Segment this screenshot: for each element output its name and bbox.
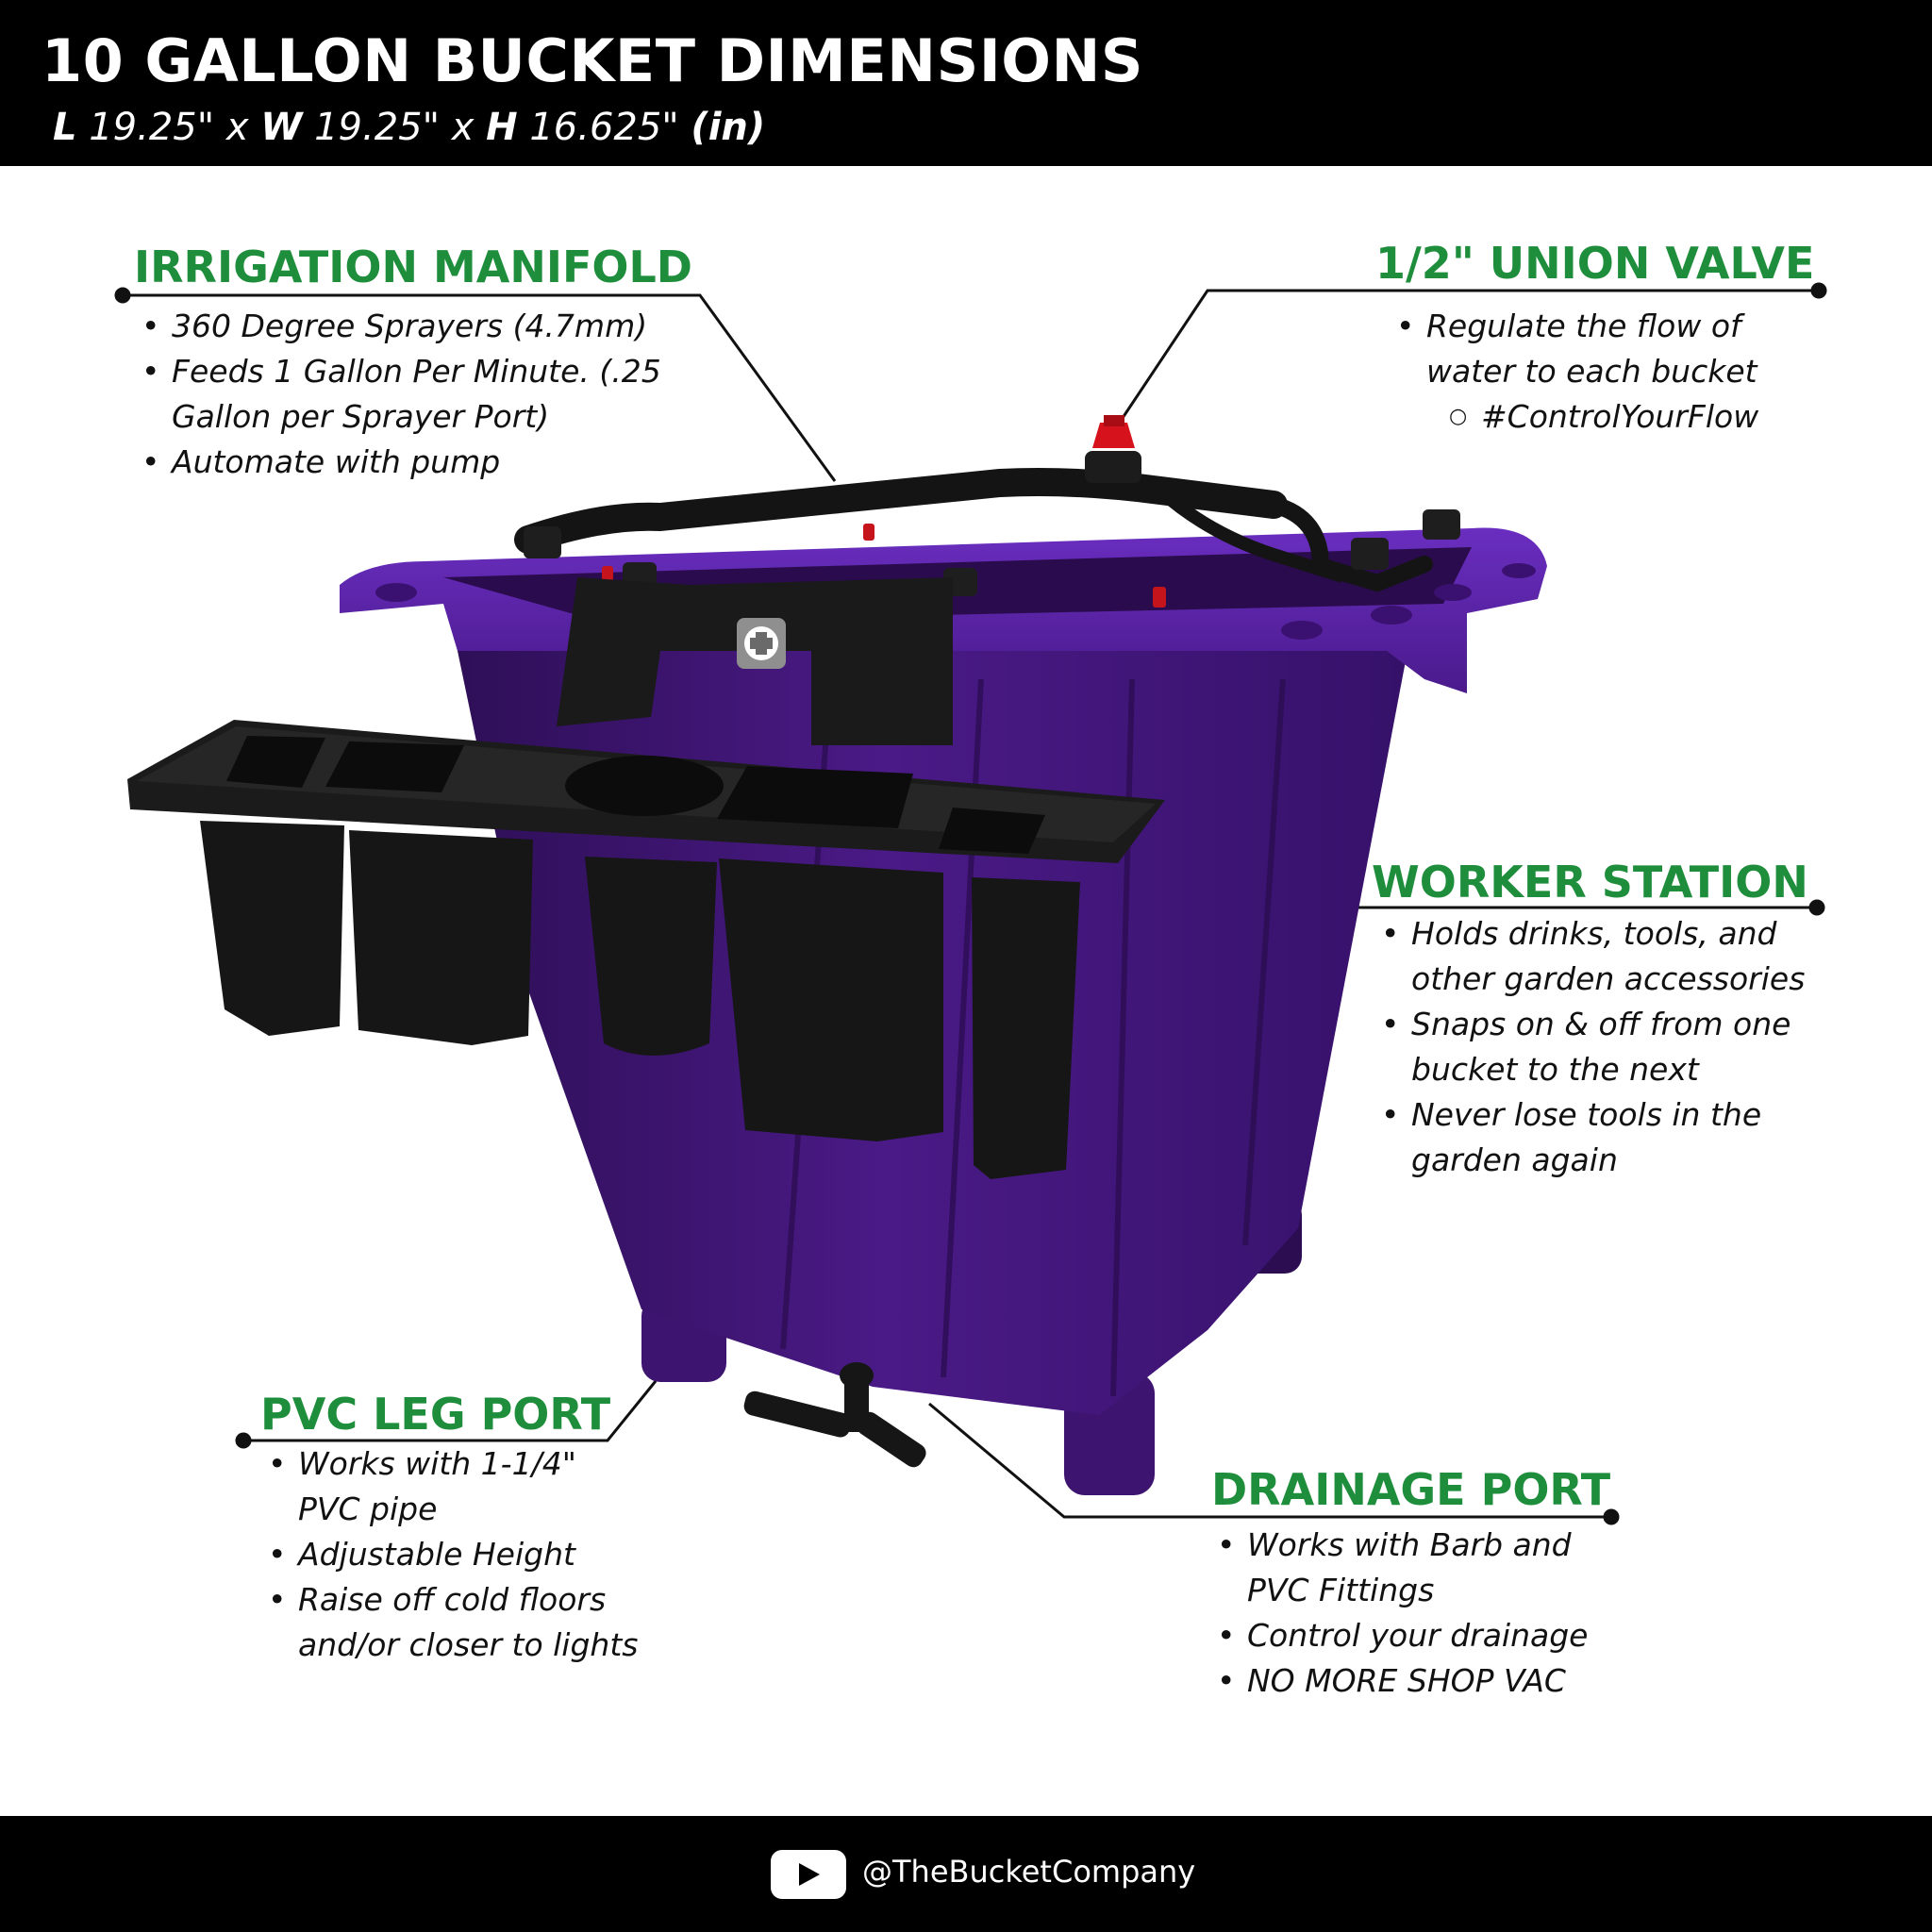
worker-station-list: Holds drinks, tools, and other garden ac… — [1379, 911, 1823, 1183]
compartment-cup — [585, 857, 717, 1056]
worker-station-backplate — [557, 577, 953, 745]
list-item: Works with 1-1/4" PVC pipe — [266, 1441, 643, 1532]
times-sign: x — [225, 106, 249, 149]
list-item: Never lose tools in the garden again — [1379, 1092, 1823, 1183]
rim-sprayer-ports — [375, 563, 1536, 640]
width-label: W — [260, 106, 303, 149]
times-sign: x — [451, 106, 475, 149]
drainage-fitting — [743, 1362, 926, 1468]
compartment-2 — [349, 830, 533, 1045]
list-item: Automate with pump — [140, 440, 696, 485]
unit-label: (in) — [691, 106, 766, 149]
compartment-1 — [200, 821, 344, 1036]
list-item: Snaps on & off from one bucket to the ne… — [1379, 1002, 1823, 1092]
length-value: 19.25" — [89, 106, 215, 149]
union-valve — [1085, 415, 1141, 483]
youtube-icon[interactable] — [771, 1850, 846, 1899]
list-item: Holds drinks, tools, and other garden ac… — [1379, 911, 1823, 1002]
drainage-port-title: DRAINAGE PORT — [1211, 1464, 1611, 1515]
worker-station-logo — [737, 618, 786, 669]
width-value: 19.25" — [314, 106, 441, 149]
page-title: 10 GALLON BUCKET DIMENSIONS — [42, 26, 1144, 95]
list-item: NO MORE SHOP VAC — [1215, 1658, 1630, 1704]
valve-leader — [1113, 289, 1819, 430]
height-value: 16.625" — [529, 106, 679, 149]
list-item: Works with Barb and PVC Fittings — [1215, 1523, 1630, 1613]
list-item: 360 Degree Sprayers (4.7mm) — [140, 304, 696, 349]
union-valve-list: Regulate the flow of water to each bucke… — [1394, 304, 1790, 440]
list-item: Feeds 1 Gallon Per Minute. (.25 Gallon p… — [140, 349, 696, 440]
play-triangle-icon — [799, 1863, 820, 1886]
irrigation-manifold-title: IRRIGATION MANIFOLD — [134, 242, 692, 292]
worker-station-slots — [226, 736, 1045, 854]
union-valve-title: 1/2" UNION VALVE — [1375, 238, 1815, 289]
irrigation-manifold — [514, 468, 1433, 592]
pvc-leader — [243, 1380, 658, 1442]
pvc-leader-dot — [235, 1432, 252, 1449]
channel-handle[interactable]: @TheBucketCompany — [862, 1854, 1196, 1890]
dimensions-line: L 19.25" x W 19.25" x H 16.625" (in) — [53, 106, 765, 149]
list-item: Regulate the flow of water to each bucke… — [1394, 304, 1790, 394]
footer-bar: @TheBucketCompany — [0, 1816, 1932, 1932]
height-label: H — [486, 106, 518, 149]
sprayer-nozzles — [602, 524, 1166, 608]
irrigation-leader-dot — [114, 287, 131, 304]
irrigation-manifold-list: 360 Degree Sprayers (4.7mm) Feeds 1 Gall… — [140, 304, 696, 485]
irrigation-leader — [123, 293, 837, 482]
length-label: L — [53, 106, 77, 149]
pvc-leg-port-list: Works with 1-1/4" PVC pipe Adjustable He… — [266, 1441, 643, 1668]
list-item: Control your drainage — [1215, 1613, 1630, 1658]
list-subitem: #ControlYourFlow — [1449, 394, 1790, 440]
valve-leader-dot — [1810, 282, 1827, 299]
drain-leader — [928, 1402, 1611, 1519]
worker-station-compartments — [200, 821, 1080, 1179]
list-item: Raise off cold floors and/or closer to l… — [266, 1577, 643, 1668]
compartment-3 — [719, 858, 943, 1141]
valve-handle — [1092, 423, 1135, 448]
pvc-leg-port-title: PVC LEG PORT — [260, 1389, 611, 1440]
header-bar: 10 GALLON BUCKET DIMENSIONS L 19.25" x W… — [0, 0, 1932, 166]
list-item: Adjustable Height — [266, 1532, 643, 1577]
compartment-4 — [972, 877, 1080, 1179]
worker-station-title: WORKER STATION — [1372, 857, 1808, 908]
drainage-port-list: Works with Barb and PVC Fittings Control… — [1215, 1523, 1630, 1704]
